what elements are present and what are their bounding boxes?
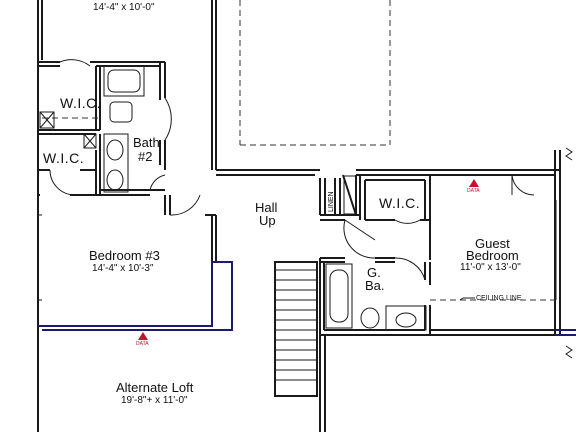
dashed-lines — [42, 0, 556, 301]
guest-bedroom-line2: Bedroom — [466, 248, 519, 263]
wic-label-lower: W.I.C. — [43, 150, 85, 166]
bath2-label-line2: #2 — [138, 149, 153, 164]
loft-name: Alternate Loft — [116, 380, 194, 395]
wic-label-guest: W.I.C. — [379, 195, 421, 211]
data-marker-2 — [138, 332, 148, 340]
top-room-dim: 14'-4" x 10'-0" — [93, 2, 155, 13]
gba-label-line2: Ba. — [365, 278, 385, 293]
data-label-bedroom3: DATA — [136, 341, 149, 347]
guest-bedroom-dim: 11'-0" x 13'-0" — [460, 262, 521, 273]
gba-label-line1: G. — [367, 265, 381, 280]
wic-label-upper: W.I.C. — [60, 95, 102, 111]
highlight-walls — [38, 261, 576, 336]
hall-label-line1: Hall — [255, 200, 278, 215]
data-marker-1 — [469, 179, 479, 187]
hall-label-line2: Up — [259, 213, 276, 228]
ceiling-leader — [459, 297, 475, 301]
data-label-guest: DATA — [467, 188, 480, 194]
doors — [49, 59, 535, 281]
linen-label: LINEN — [328, 191, 335, 212]
data-markers — [138, 179, 479, 340]
bedroom3-dim: 14'-4" x 10'-3" — [92, 263, 154, 274]
stair-treads — [275, 269, 317, 381]
walls — [37, 0, 561, 432]
fixtures — [39, 65, 427, 331]
loft-dim: 19'-8"+ x 11'-0" — [121, 395, 188, 406]
ceiling-line-label: CEILING LINE — [476, 295, 522, 302]
guest-bedroom-line1: Guest — [475, 236, 510, 251]
break-marks — [565, 147, 573, 359]
window-marks — [38, 200, 557, 301]
bedroom3-name: Bedroom #3 — [89, 248, 160, 263]
bath2-label-line1: Bath — [133, 135, 160, 150]
